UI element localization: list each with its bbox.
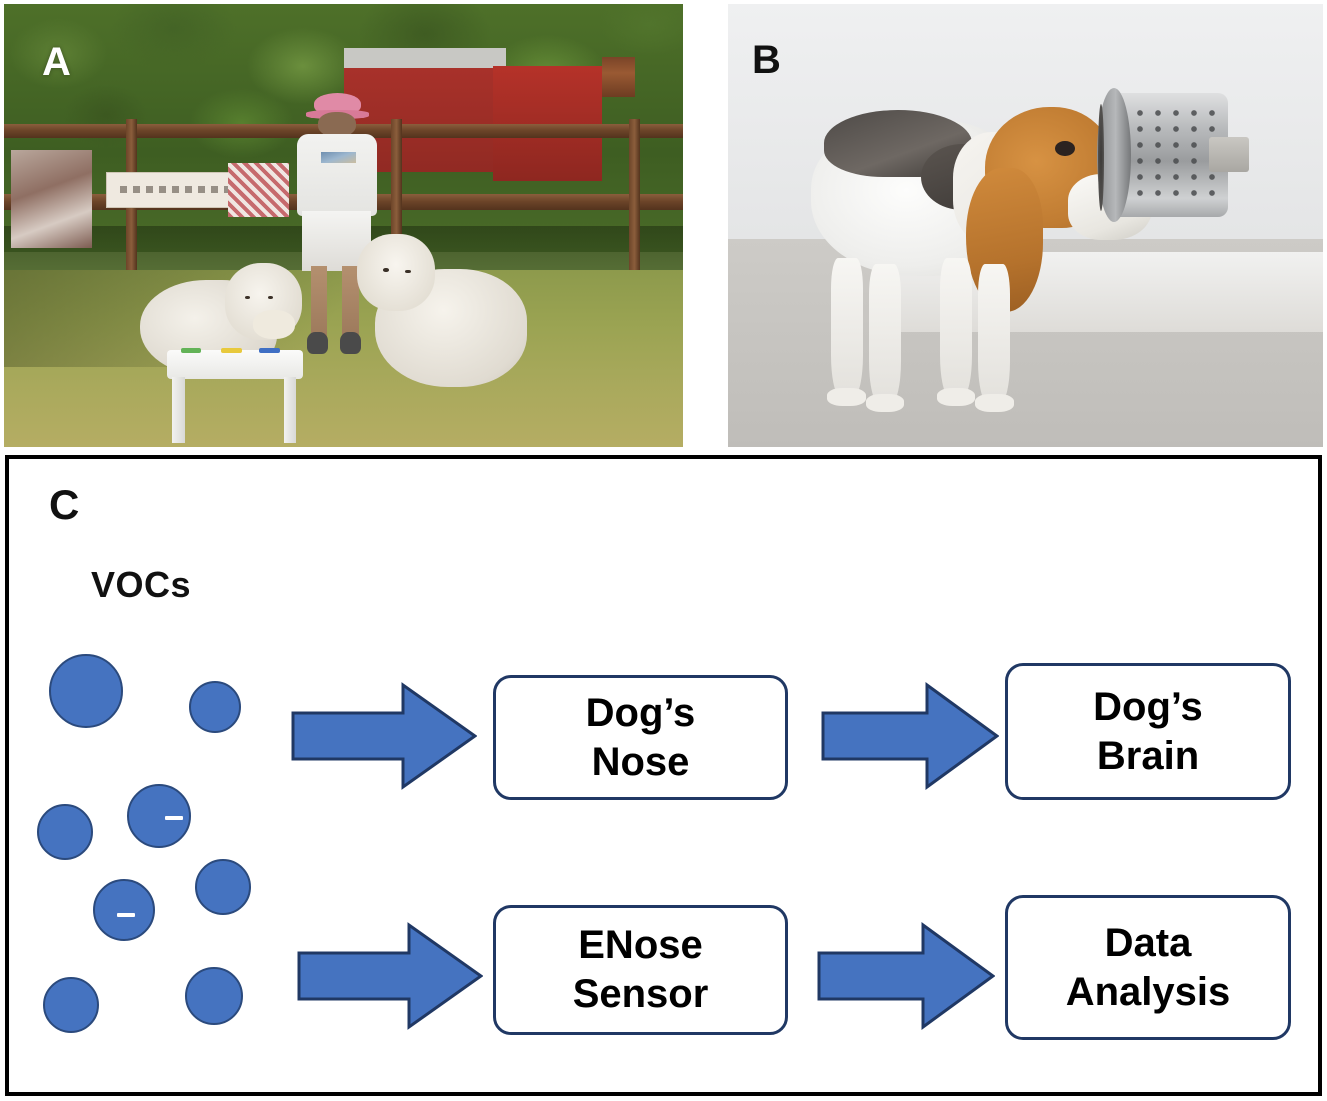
patterned-cloth xyxy=(228,163,290,217)
voc-particle-dash xyxy=(165,816,183,820)
dog-head xyxy=(357,234,435,311)
dog-paw xyxy=(975,393,1014,412)
scent-container-blue xyxy=(259,347,280,353)
hanging-poster xyxy=(10,150,93,248)
scent-port-device xyxy=(1096,87,1249,222)
port-opening xyxy=(1098,103,1105,211)
voc-particle xyxy=(93,879,155,941)
box-dogs-nose-line-1: Dog’s xyxy=(585,690,696,735)
box-data-analysis-line-2: Analysis xyxy=(1065,969,1231,1014)
panel-label-b: B xyxy=(752,38,782,82)
panel-c-diagram: C VOCs Dog’s Nose xyxy=(5,455,1322,1096)
voc-particle xyxy=(37,804,93,860)
panel-a-photo xyxy=(4,4,683,447)
panel-label-c: C xyxy=(49,481,80,528)
box-dogs-brain-line-1: Dog’s xyxy=(1093,684,1203,729)
box-enose-sensor-line-1: ENose xyxy=(578,923,703,968)
box-dogs-brain-line-2: Brain xyxy=(1096,733,1200,778)
box-dogs-nose[interactable]: Dog’s Nose xyxy=(493,675,788,800)
box-dogs-brain[interactable]: Dog’s Brain xyxy=(1005,663,1291,800)
perforation-holes xyxy=(1131,104,1224,202)
person-leg-right xyxy=(342,265,359,338)
person-shoe-left xyxy=(307,331,329,354)
table-leg xyxy=(283,377,296,443)
box-enose-sensor[interactable]: ENose Sensor xyxy=(493,905,788,1035)
arrow-enose-sensor-to-data-analysis xyxy=(817,921,995,1031)
scent-sample-table xyxy=(166,347,303,443)
person-shoe-right xyxy=(340,331,362,354)
person-head xyxy=(317,111,356,137)
dog-paw xyxy=(827,387,866,406)
dog-eye xyxy=(405,269,411,274)
fence-post xyxy=(628,119,640,270)
arrow-vocs-to-dogs-nose xyxy=(291,681,477,791)
shirt-graphic xyxy=(320,151,356,164)
dog-leg xyxy=(869,264,902,403)
pink-cap xyxy=(313,92,362,115)
vocs-label: VOCs xyxy=(91,564,192,605)
panel-label-a: A xyxy=(42,40,72,84)
dog-leg xyxy=(830,258,863,397)
voc-particle xyxy=(189,681,241,733)
scent-container-green xyxy=(180,347,201,353)
box-data-analysis[interactable]: Data Analysis xyxy=(1005,895,1291,1040)
table-top xyxy=(166,347,303,380)
dog-paw xyxy=(865,393,905,412)
dog-leg xyxy=(978,264,1011,403)
dog-leg xyxy=(939,258,972,397)
dog-muzzle xyxy=(252,309,296,339)
voc-particle xyxy=(43,977,99,1033)
dog-eye xyxy=(1055,140,1075,156)
great-pyrenees-dog-right xyxy=(357,234,534,393)
arrow-vocs-to-enose-sensor xyxy=(297,921,483,1031)
scent-container-yellow xyxy=(221,347,242,353)
voc-particle-dash xyxy=(117,913,135,917)
voc-particle xyxy=(195,859,251,915)
voc-particle xyxy=(127,784,191,848)
dog-eye xyxy=(268,295,274,300)
arrow-dogs-nose-to-dogs-brain xyxy=(821,681,999,791)
dog-eye xyxy=(383,268,389,272)
box-dogs-nose-line-2: Nose xyxy=(591,739,690,784)
box-enose-sensor-line-2: Sensor xyxy=(572,972,709,1016)
panel-b-photo xyxy=(728,4,1323,447)
dog-paw xyxy=(936,387,976,406)
voc-particle xyxy=(185,967,243,1025)
birdhouse xyxy=(601,57,636,98)
port-wall-mount xyxy=(1209,137,1249,172)
box-data-analysis-line-1: Data xyxy=(1104,920,1192,965)
port-rim xyxy=(1096,87,1131,222)
fence-post xyxy=(391,119,402,270)
red-barn-secondary xyxy=(492,66,602,182)
table-leg xyxy=(172,377,185,443)
perforated-cylinder xyxy=(1112,92,1228,217)
dog-eye xyxy=(244,295,251,300)
voc-particle xyxy=(49,654,123,728)
person-shirt xyxy=(296,133,377,217)
person-leg-left xyxy=(311,265,328,338)
beagle-dog xyxy=(811,101,1152,412)
